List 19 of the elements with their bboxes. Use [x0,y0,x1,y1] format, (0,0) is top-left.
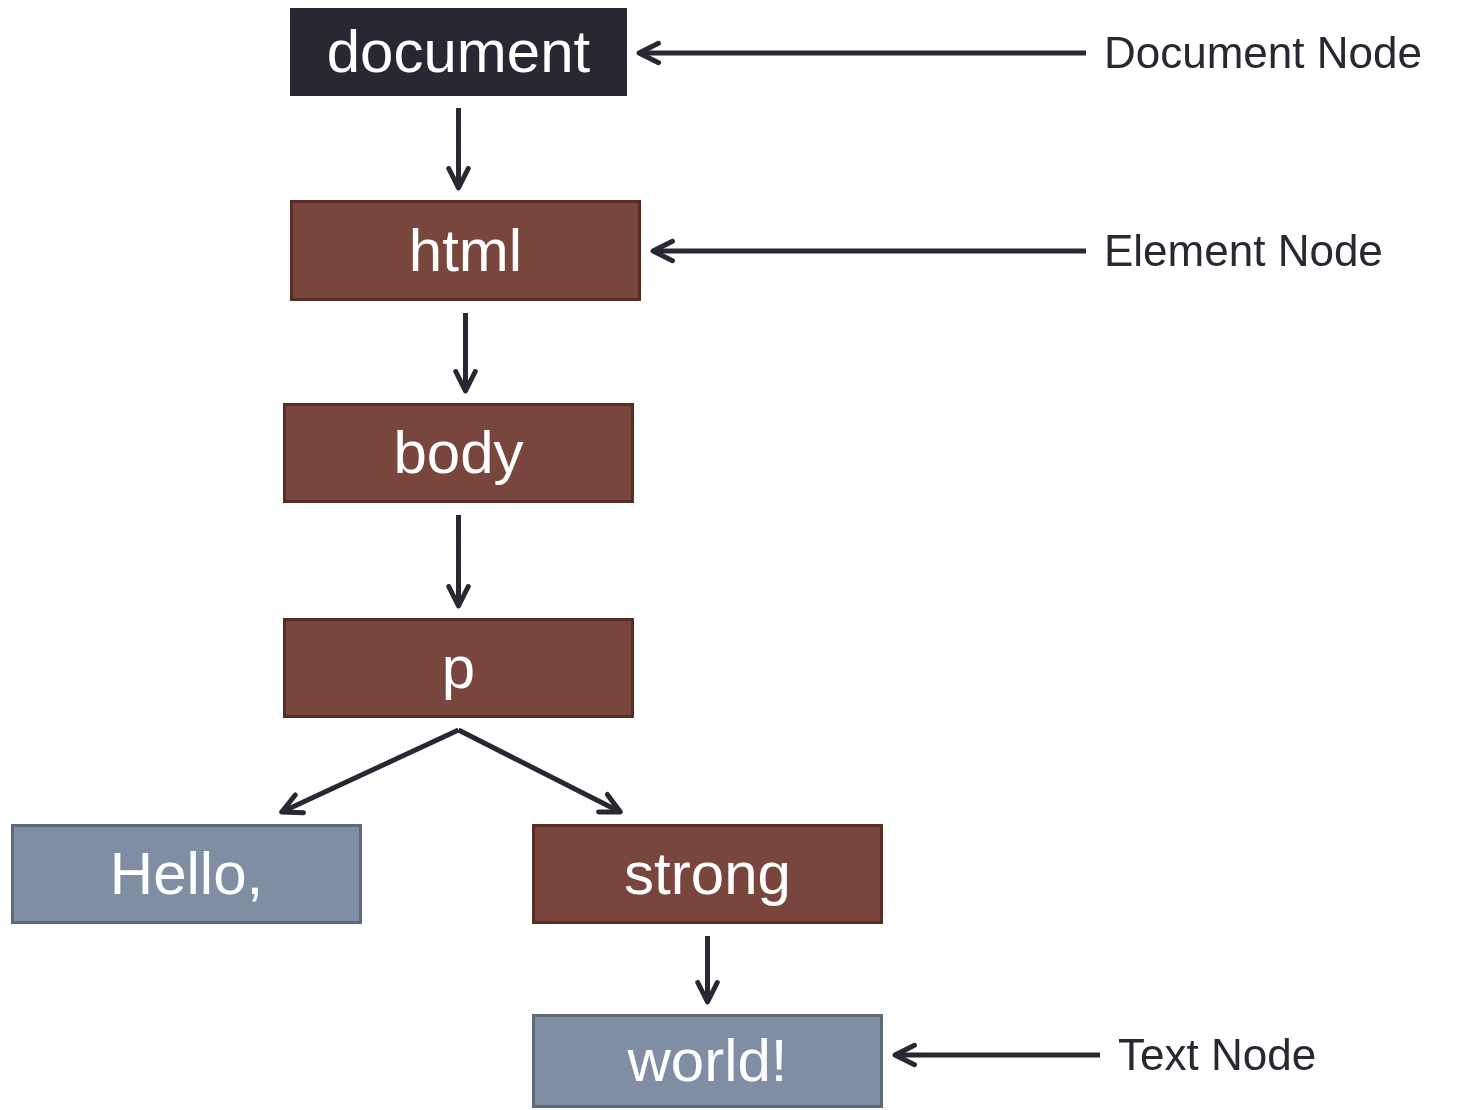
element-node-box: body [283,403,634,503]
node-type-label: Text Node [1118,1028,1378,1082]
element-node-box: html [290,200,641,301]
arrow [892,1042,1100,1068]
text-node-box: Hello, [11,824,362,924]
arrow [650,238,1086,264]
element-node-box: strong [532,824,883,924]
node-type-label: Document Node [1104,26,1464,80]
arrow [279,727,460,816]
text-node-box: world! [532,1014,883,1108]
element-node-box: p [283,618,634,718]
node-type-label: Element Node [1104,224,1444,278]
arrow [457,727,623,815]
arrow [695,936,720,1005]
arrow [446,515,471,609]
document-node-box: document [290,8,627,96]
arrow [453,313,478,394]
arrow [636,40,1086,66]
arrow [446,108,471,191]
